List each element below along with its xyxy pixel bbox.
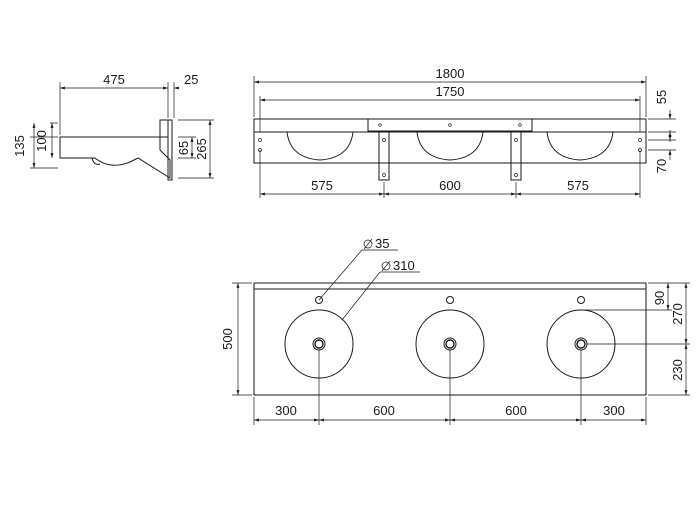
dim-height-total: 135 bbox=[12, 135, 27, 157]
dim-bracket: 25 bbox=[184, 72, 198, 87]
dim-top-offset: 55 bbox=[654, 90, 669, 104]
dim-height-bracket: 265 bbox=[194, 138, 209, 160]
dim-center: 600 bbox=[439, 178, 461, 193]
dim-spacing-2: 600 bbox=[505, 403, 527, 418]
front-backplate bbox=[367, 118, 533, 132]
front-screw bbox=[448, 123, 452, 127]
dim-right: 575 bbox=[567, 178, 589, 193]
dim-depth: 475 bbox=[103, 72, 125, 87]
front-screw bbox=[382, 138, 386, 142]
dim-bowl-from-front: 230 bbox=[670, 359, 685, 381]
front-bowl-center bbox=[416, 131, 484, 161]
dim-bowl-from-back: 270 bbox=[670, 303, 685, 325]
plan-tap-hole-center bbox=[446, 296, 454, 304]
leader-bowl bbox=[341, 271, 381, 321]
front-view: 1800 1750 575 600 575 55 70 bbox=[253, 66, 676, 198]
front-leg-right bbox=[510, 132, 522, 181]
dim-inner: 1750 bbox=[436, 84, 465, 99]
plan-tap-hole-left bbox=[315, 296, 323, 304]
dim-left: 575 bbox=[311, 178, 333, 193]
front-bowl-left bbox=[286, 131, 354, 161]
front-screw bbox=[258, 138, 262, 142]
front-leg-left bbox=[378, 132, 390, 181]
dim-height-mid: 65 bbox=[176, 141, 191, 155]
front-bowl-right bbox=[546, 131, 614, 161]
leader-tap-hole bbox=[318, 249, 363, 301]
diameter-icon bbox=[363, 238, 373, 250]
side-bracket bbox=[167, 119, 173, 181]
plan-tap-hole-right bbox=[577, 296, 585, 304]
front-screw bbox=[638, 138, 642, 142]
dim-plan-depth: 500 bbox=[220, 328, 235, 350]
side-drain bbox=[91, 157, 101, 165]
dim-height-top: 100 bbox=[34, 130, 49, 152]
dim-edge-right: 300 bbox=[603, 403, 625, 418]
side-view: 475 25 135 100 65 265 bbox=[12, 72, 214, 181]
front-screw bbox=[514, 173, 518, 177]
plan-view: 35 310 500 300 600 600 300 90 bbox=[220, 236, 690, 425]
dim-overall: 1800 bbox=[436, 66, 465, 81]
plan-drain-left-inner bbox=[314, 339, 324, 349]
dim-bowl: 310 bbox=[393, 258, 415, 273]
front-screw bbox=[382, 173, 386, 177]
dim-bottom-offset: 70 bbox=[654, 159, 669, 173]
plan-drain-center-inner bbox=[445, 339, 455, 349]
front-screw bbox=[518, 123, 522, 127]
front-screw bbox=[378, 123, 382, 127]
side-basin-outline bbox=[59, 119, 171, 179]
dim-spacing-1: 600 bbox=[373, 403, 395, 418]
front-counter bbox=[253, 118, 647, 164]
dim-hole-from-back: 90 bbox=[652, 291, 667, 305]
plan-drain-right-inner bbox=[576, 339, 586, 349]
dim-edge-left: 300 bbox=[275, 403, 297, 418]
dim-tap-hole: 35 bbox=[375, 236, 389, 251]
diameter-icon bbox=[381, 260, 391, 272]
front-screw bbox=[514, 138, 518, 142]
